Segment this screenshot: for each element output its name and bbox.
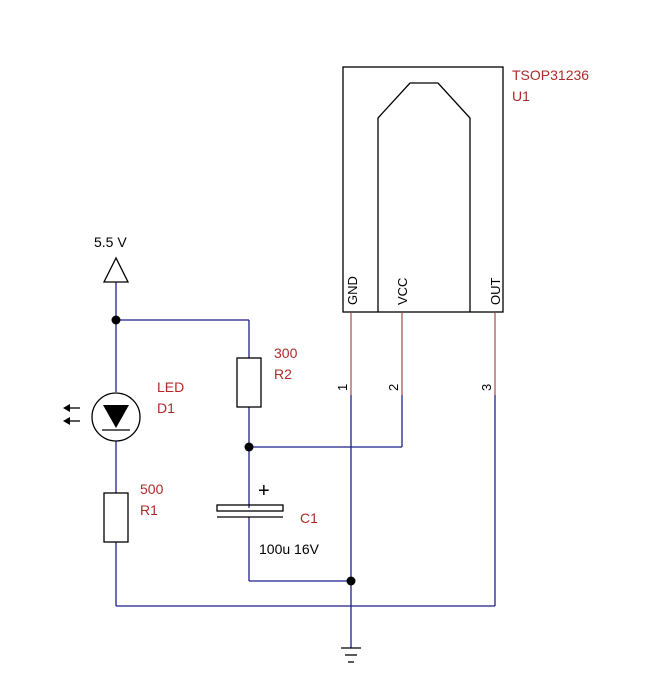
pin-name-out: OUT xyxy=(488,278,503,306)
r2-designator-label: R2 xyxy=(274,366,292,382)
pin-name-vcc: VCC xyxy=(395,278,410,305)
ic-pin-leads: 1 2 3 xyxy=(335,312,496,395)
supply-symbol: 5.5 V xyxy=(94,234,130,283)
junction-dot-supply xyxy=(111,315,121,325)
pin-number-1: 1 xyxy=(335,384,350,391)
ic-designator: U1 xyxy=(512,88,530,104)
resistor-r2: 300 R2 xyxy=(236,345,298,408)
c1-designator-label: C1 xyxy=(300,510,318,526)
resistor-r1: 500 R1 xyxy=(103,481,164,543)
capacitor-c1: + C1 100u 16V xyxy=(216,480,320,557)
capacitor-c1-plate-top xyxy=(216,504,284,512)
led-value-label: LED xyxy=(157,379,184,395)
pin-number-3: 3 xyxy=(479,384,494,391)
resistor-r2-body xyxy=(236,357,262,408)
junction-dot-gnd xyxy=(346,576,356,586)
led-designator-label: D1 xyxy=(157,400,175,416)
supply-voltage-label: 5.5 V xyxy=(94,234,127,250)
ic-body xyxy=(342,66,504,313)
led-triangle-icon xyxy=(103,405,129,428)
led-body xyxy=(91,392,141,442)
wires xyxy=(115,282,496,648)
ground-symbol xyxy=(341,647,361,663)
ic-part-number: TSOP31236 xyxy=(512,67,589,83)
ic-u1: TSOP31236 U1 GND VCC OUT xyxy=(342,66,589,313)
supply-arrow-icon xyxy=(102,256,130,283)
r2-value-label: 300 xyxy=(274,345,298,361)
c1-polarity-mark: + xyxy=(258,480,270,502)
resistor-r1-body xyxy=(103,492,129,543)
pin-number-2: 2 xyxy=(386,384,401,391)
c1-value-label: 100u 16V xyxy=(259,541,320,557)
led-emission-arrows-icon xyxy=(63,404,80,425)
r1-designator-label: R1 xyxy=(140,502,158,518)
ic-lens-outline xyxy=(377,82,471,312)
led-d1: LED D1 xyxy=(63,379,184,442)
r1-value-label: 500 xyxy=(140,481,164,497)
junction-dot-vcc xyxy=(244,442,254,452)
pin-name-gnd: GND xyxy=(345,276,360,305)
junctions xyxy=(111,315,356,586)
